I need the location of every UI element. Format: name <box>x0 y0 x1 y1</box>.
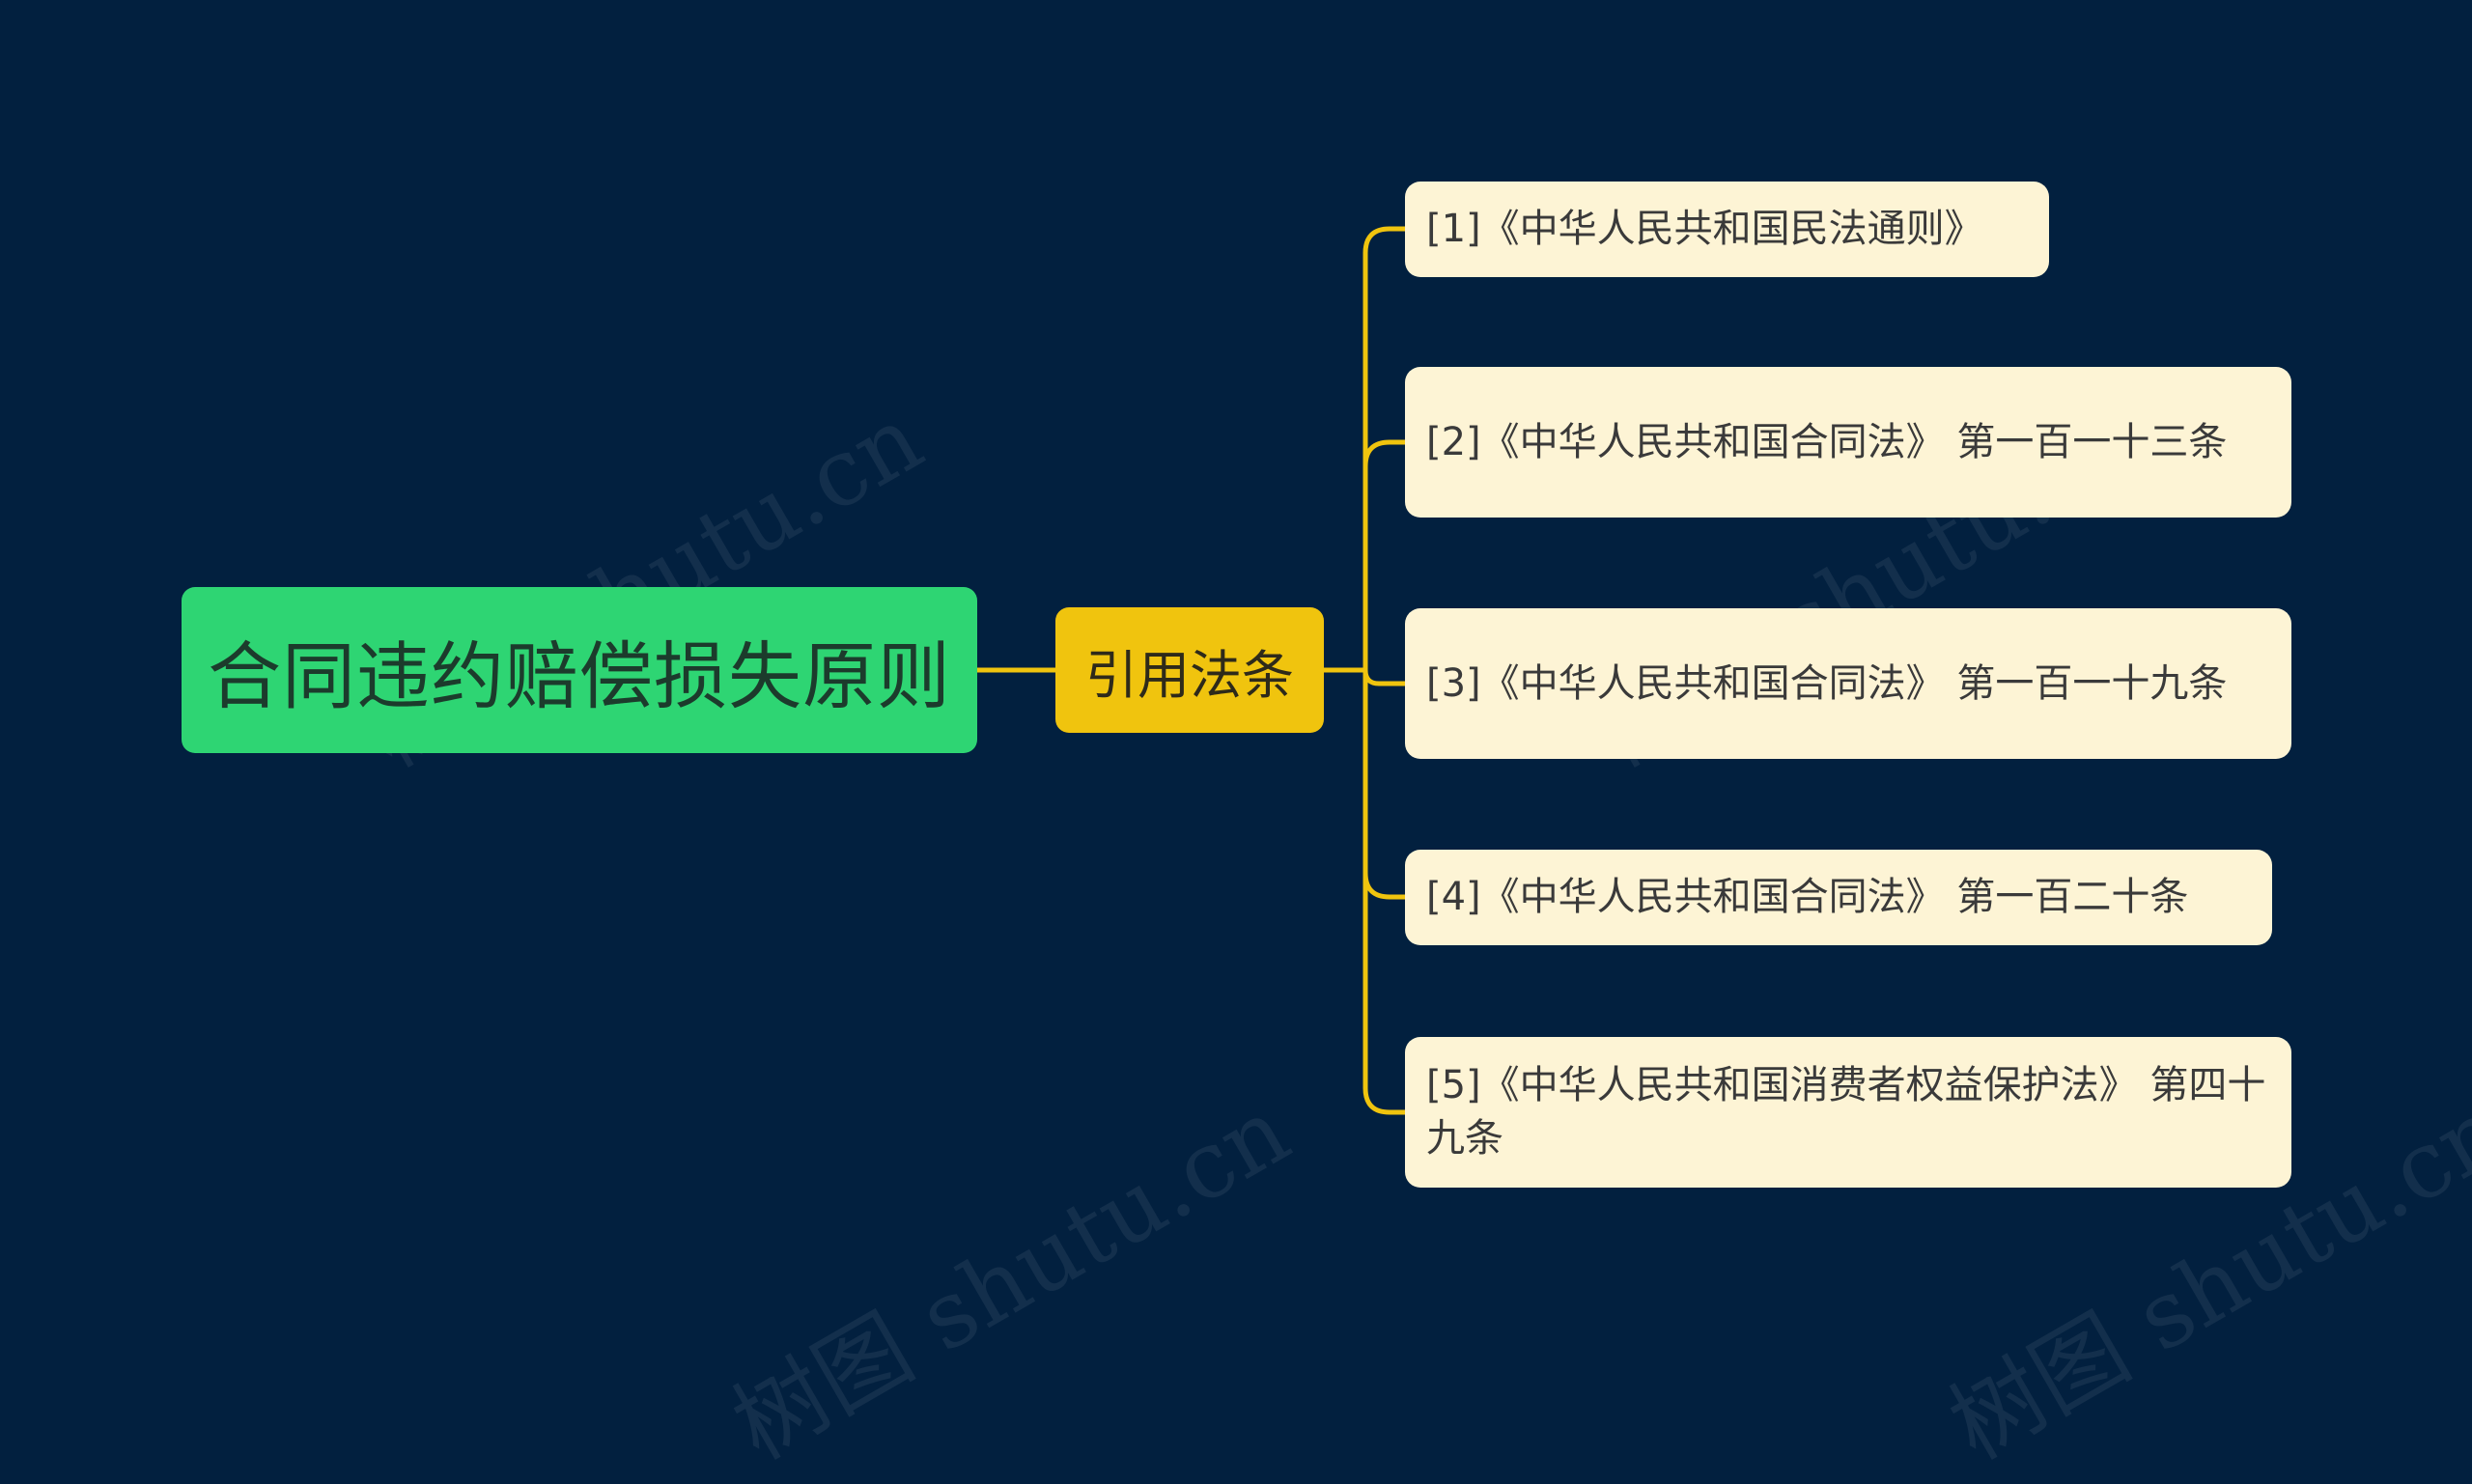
leaf-node[interactable]: [5]《中华人民共和国消费者权益保护法》 第四十九条 <box>1405 1037 2291 1188</box>
leaf-node[interactable]: [3]《中华人民共和国合同法》 第一百一十九条 <box>1405 608 2291 759</box>
leaf-node-label: [2]《中华人民共和国合同法》 第一百一十三条 <box>1426 419 2228 464</box>
leaf-connector-4 <box>1362 667 1408 900</box>
connector-lines <box>974 226 1408 1115</box>
branch-node-label: 引用法条 <box>1085 644 1294 706</box>
leaf-connector-1 <box>1362 226 1408 673</box>
root-node[interactable]: 合同违约赔偿损失原则 <box>182 587 977 753</box>
leaf-node[interactable]: [4]《中华人民共和国合同法》 第一百二十条 <box>1405 850 2272 945</box>
leaf-node[interactable]: [1]《中华人民共和国民法通则》 <box>1405 182 2049 277</box>
leaf-node-label: [1]《中华人民共和国民法通则》 <box>1426 207 1983 251</box>
leaf-connector-3 <box>1362 667 1408 686</box>
branch-node[interactable]: 引用法条 <box>1055 607 1324 733</box>
root-node-label: 合同违约赔偿损失原则 <box>208 633 951 719</box>
leaf-node-label: [4]《中华人民共和国合同法》 第一百二十条 <box>1426 875 2189 919</box>
leaf-node-label: [5]《中华人民共和国消费者权益保护法》 第四十九条 <box>1426 1063 2266 1161</box>
leaf-connector-2 <box>1362 439 1408 673</box>
leaf-connector-5 <box>1362 667 1408 1115</box>
leaf-node-label: [3]《中华人民共和国合同法》 第一百一十九条 <box>1426 660 2228 706</box>
leaf-node[interactable]: [2]《中华人民共和国合同法》 第一百一十三条 <box>1405 367 2291 518</box>
